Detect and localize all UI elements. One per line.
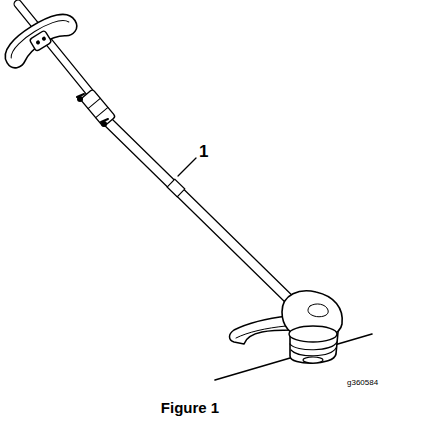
coupler-knob-stem bbox=[101, 119, 108, 122]
trimmer-spool bbox=[289, 326, 338, 363]
callout-number: 1 bbox=[199, 143, 208, 160]
guard-edge bbox=[236, 326, 286, 338]
housing-badge bbox=[308, 304, 328, 317]
lower-shaft-outline bbox=[104, 118, 296, 306]
figure-id: g360584 bbox=[347, 379, 378, 387]
lower-shaft-fill bbox=[104, 118, 296, 306]
grip-marker bbox=[167, 179, 185, 197]
shaft-coupler bbox=[80, 89, 115, 127]
coupler-knob-stem bbox=[77, 94, 84, 97]
figure-caption: Figure 1 bbox=[161, 400, 219, 415]
leader-line bbox=[178, 158, 196, 176]
assist-handle bbox=[0, 5, 80, 71]
